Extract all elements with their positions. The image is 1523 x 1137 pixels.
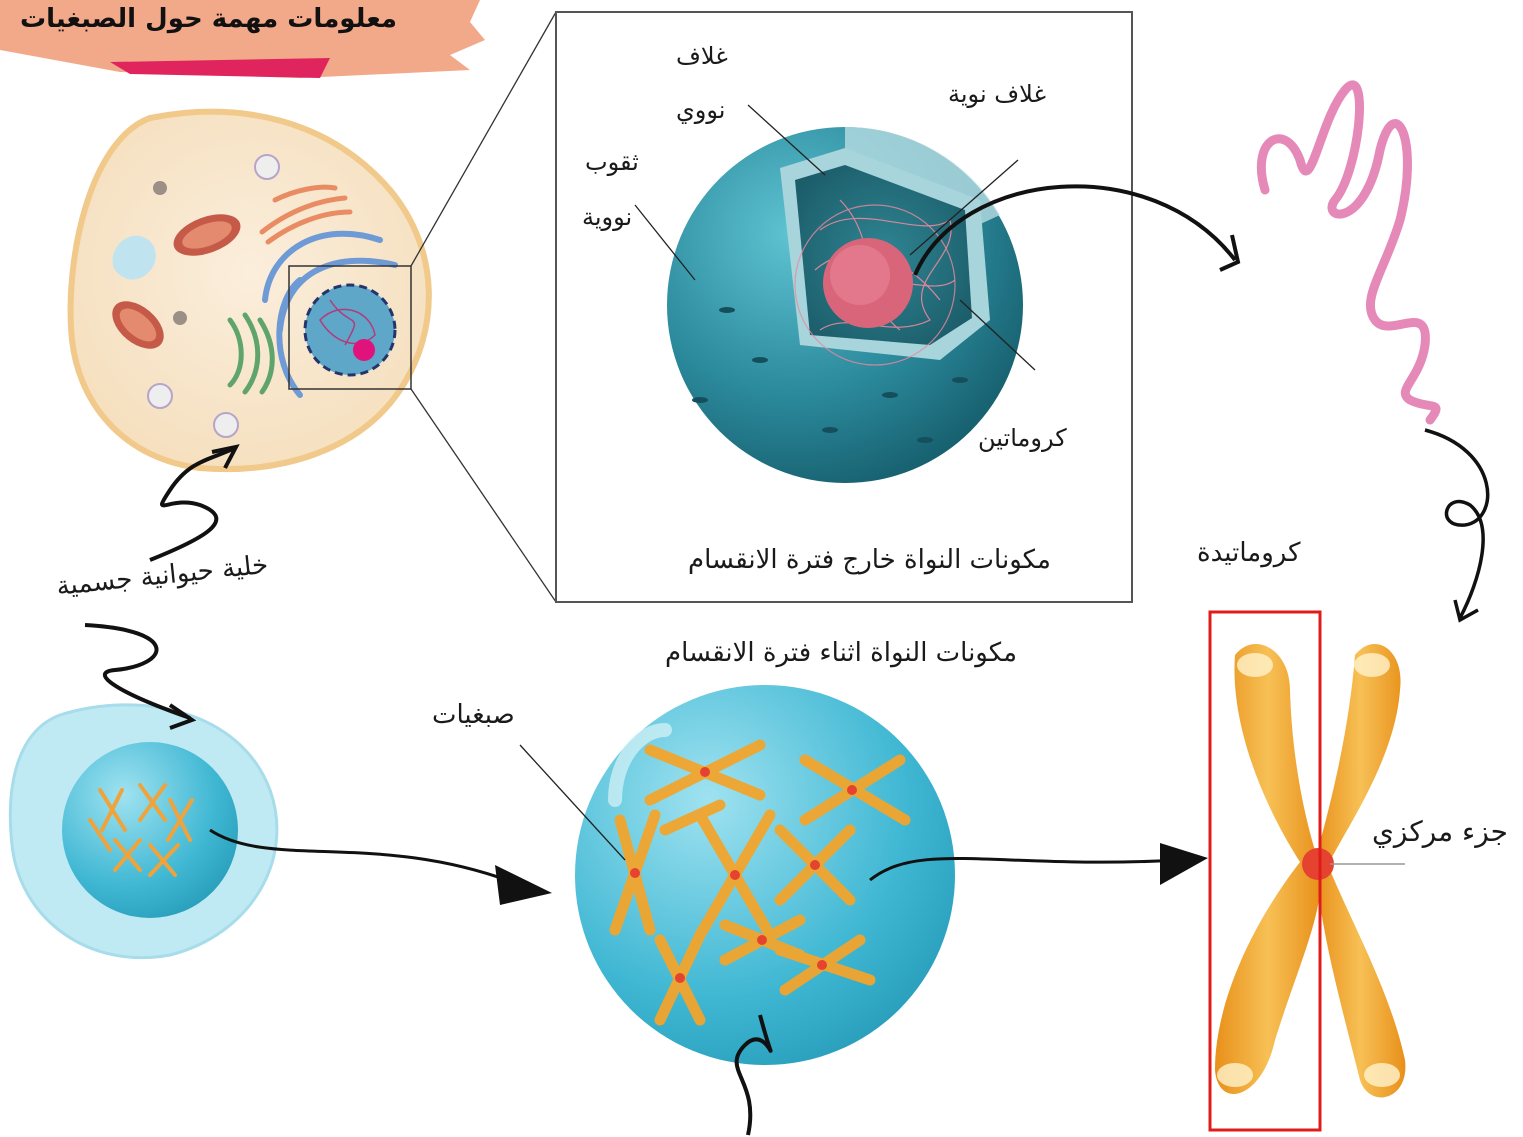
animal-cell bbox=[71, 112, 429, 469]
arrow-head-division bbox=[495, 865, 552, 905]
arrow-head-centromere bbox=[1160, 843, 1208, 885]
chromosome-large bbox=[1210, 612, 1405, 1130]
zoom-lines bbox=[411, 12, 556, 602]
label-chromatin: كروماتين bbox=[978, 424, 1067, 452]
nucleus-division bbox=[520, 685, 955, 1065]
label-nuclear-pores-2: نووية bbox=[582, 203, 632, 231]
page-title: معلومات مهمة حول الصبغيات bbox=[20, 4, 397, 34]
label-nuclear-envelope-1: غلاف bbox=[676, 42, 728, 70]
dividing-cell bbox=[10, 705, 277, 958]
label-nuclear-pores-1: ثقوب bbox=[585, 148, 639, 176]
chromatin-coil bbox=[1261, 85, 1436, 420]
label-nucleolus-envelope: غلاف نوية bbox=[948, 80, 1046, 108]
label-chromatid: كروماتيدة bbox=[1197, 538, 1300, 568]
label-centromere: جزء مركزي bbox=[1372, 815, 1508, 848]
label-nucleus-division: مكونات النواة اثناء فترة الانقسام bbox=[665, 638, 1017, 668]
arrow-to-chromosome bbox=[1425, 430, 1488, 618]
label-chromosomes: صبغيات bbox=[432, 700, 515, 730]
label-nuclear-envelope-2: نووي bbox=[676, 96, 725, 124]
label-nucleus-interphase: مكونات النواة خارج فترة الانقسام bbox=[688, 545, 1051, 575]
